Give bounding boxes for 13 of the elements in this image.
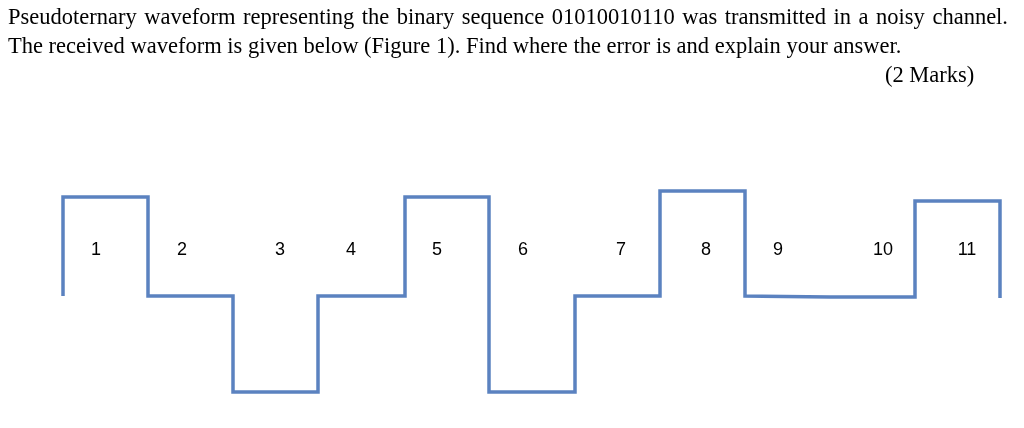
bit-number: 7 (616, 239, 626, 260)
bit-number: 11 (957, 239, 977, 260)
question-text: Pseudoternary waveform representing the binary sequence 01010010110 was transmitted in a noisy channel. The received waveform is given below (Figure 1). Find where the error is and explain your answer. (8, 3, 1008, 60)
bit-number: 3 (275, 239, 285, 260)
bit-number: 9 (773, 239, 783, 260)
bit-number: 4 (346, 239, 356, 260)
bit-number: 8 (701, 239, 711, 260)
bit-number: 2 (177, 239, 187, 260)
marks-note: (2 Marks) (885, 61, 975, 89)
bit-number: 5 (432, 239, 442, 260)
bit-number: 1 (91, 239, 101, 260)
bit-number: 6 (518, 239, 528, 260)
bit-number: 10 (873, 239, 893, 260)
